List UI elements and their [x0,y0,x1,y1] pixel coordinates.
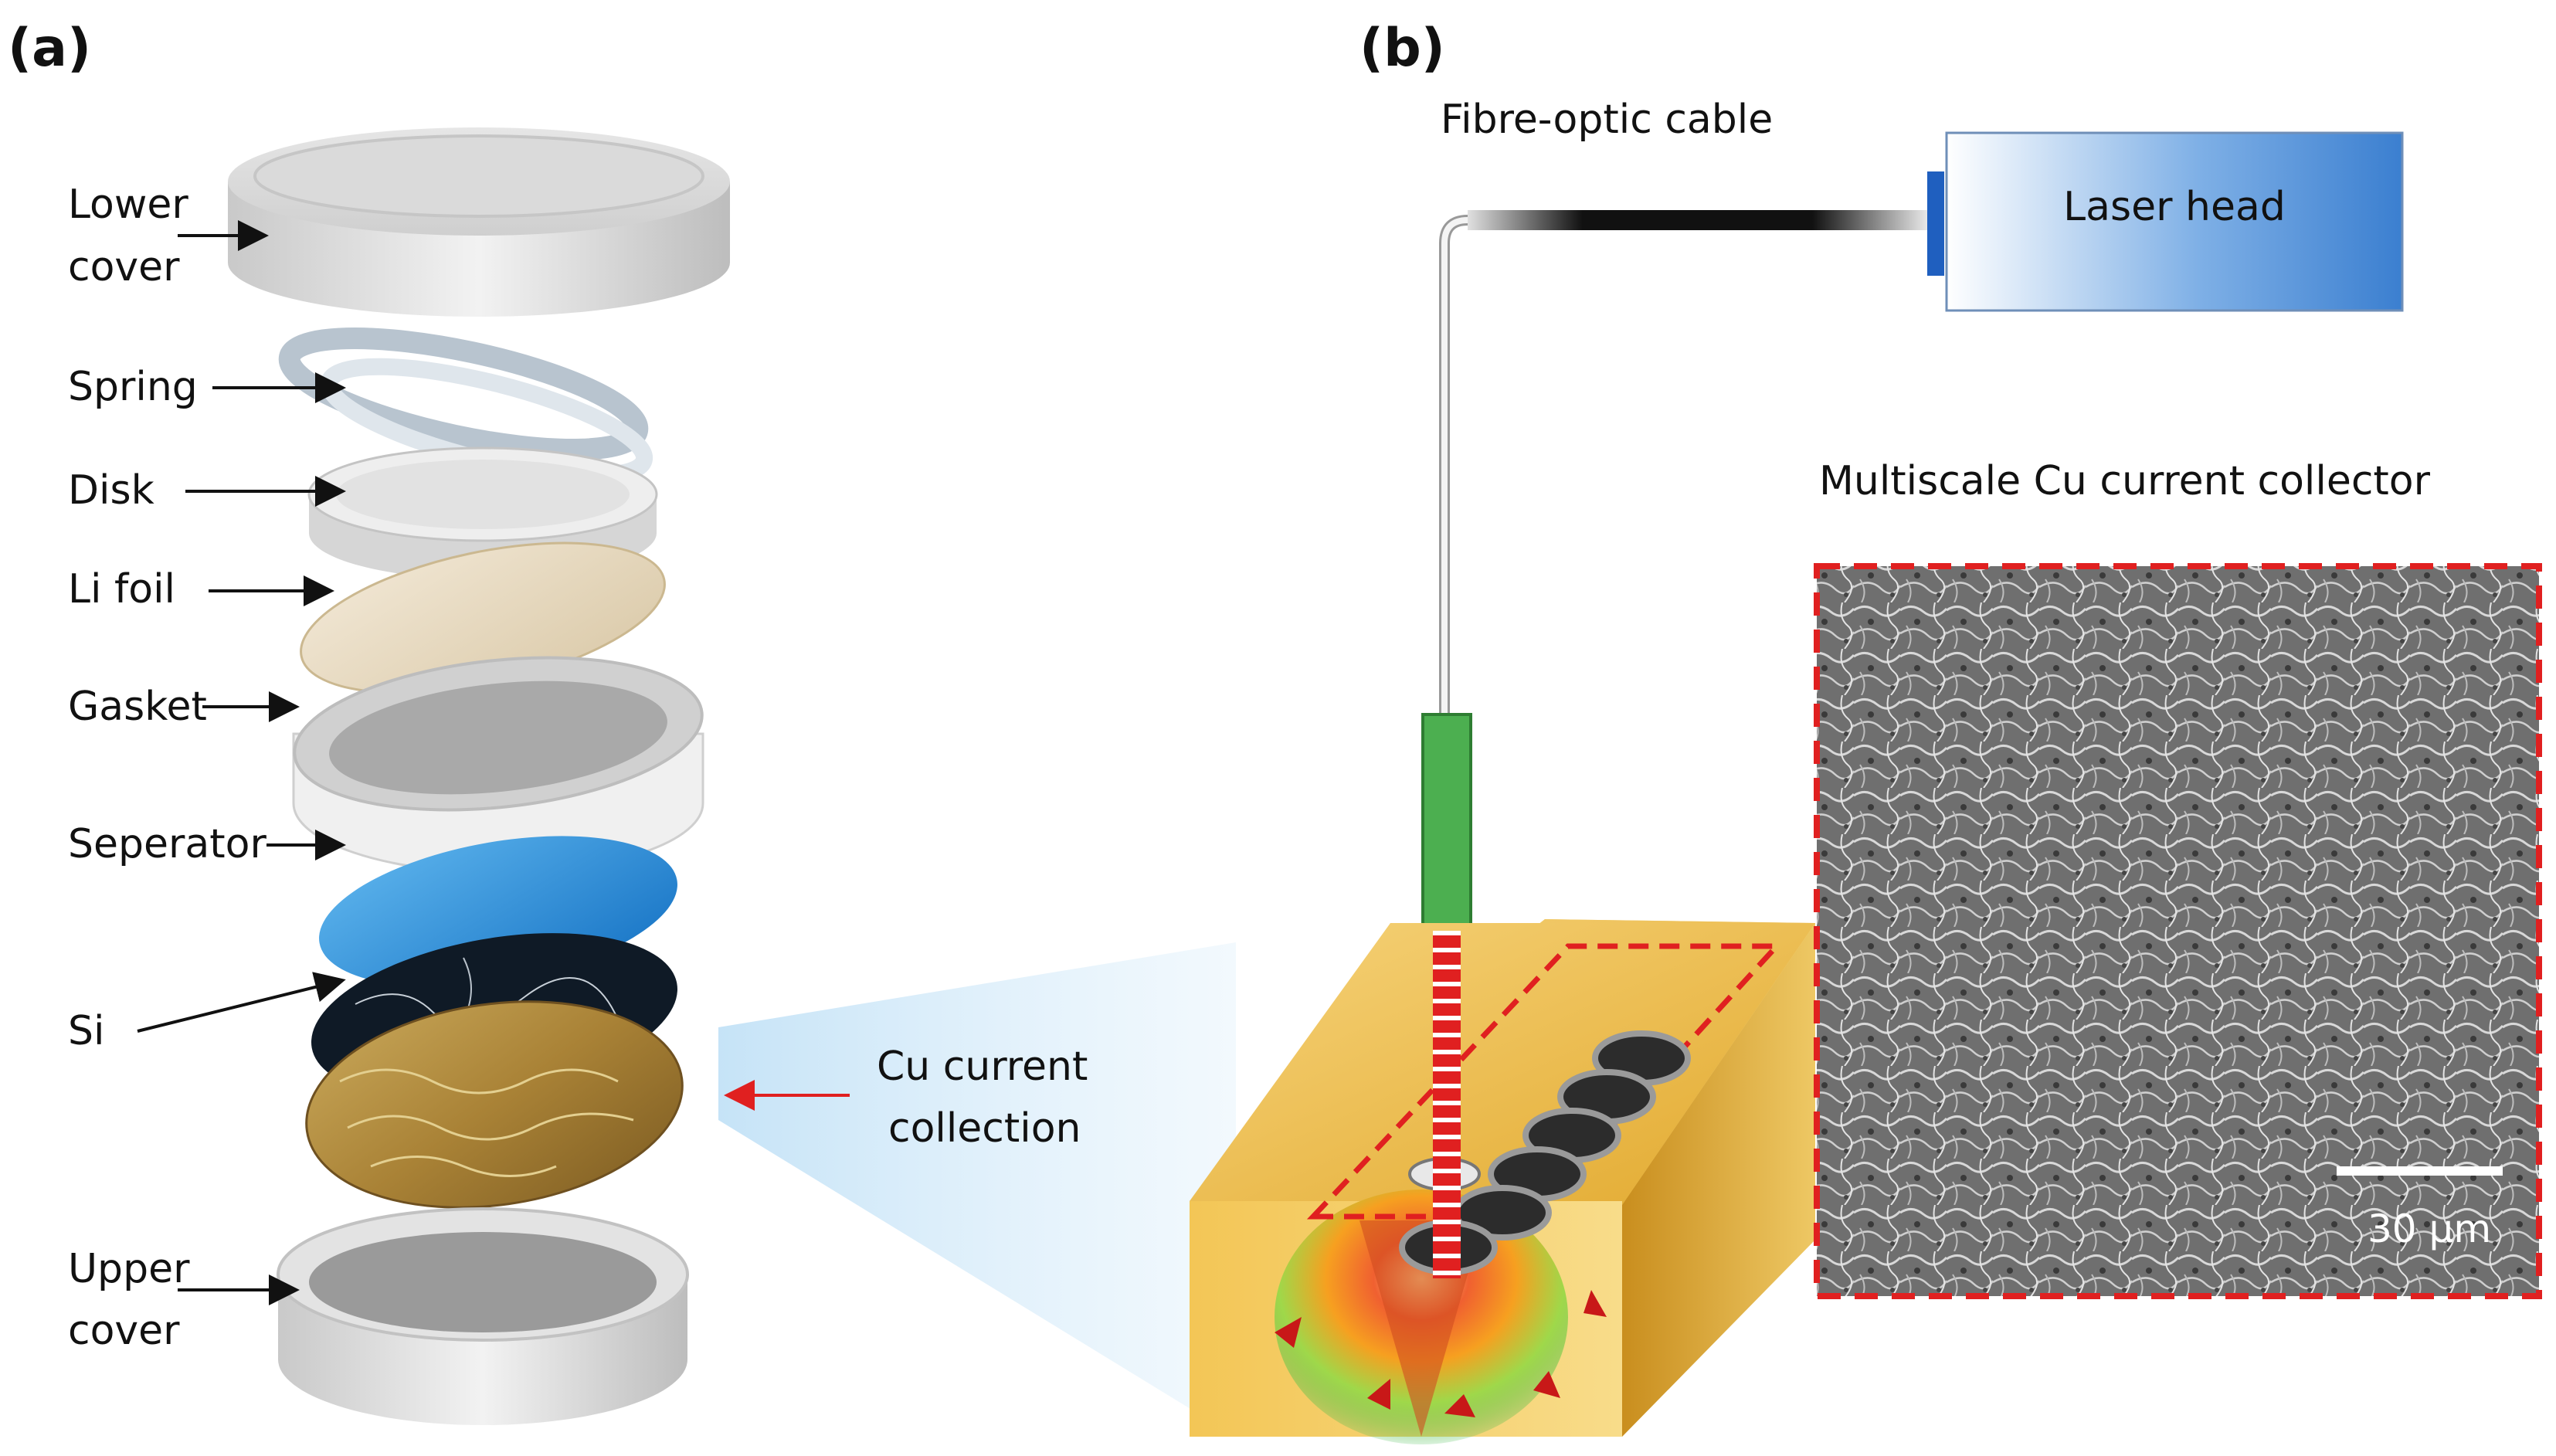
scale-bar [2337,1166,2503,1176]
zoom-beam [718,942,1236,1437]
label-spring: Spring [68,364,198,410]
label-separator: Seperator [68,821,266,867]
laser-beam [1433,931,1461,1278]
label-si: Si [68,1008,104,1054]
heat-flow-arrows [1275,1290,1607,1417]
label-lower-cover-line2: cover [68,244,180,290]
lower-cover-component [228,127,730,317]
panel-label-a: (a) [8,18,91,79]
label-fibre-optic-cable: Fibre-optic cable [1441,97,1773,143]
label-cu-collection-line1: Cu current [877,1044,1088,1090]
arrow-si [137,972,346,1033]
gasket-component [292,656,704,874]
fibre-optic-cable [1439,210,1927,714]
label-gasket: Gasket [68,684,207,730]
label-multiscale: Multiscale Cu current collector [1819,458,2431,504]
cu-collector-component [305,1000,684,1209]
label-li-foil: Li foil [68,566,175,613]
label-cu-collection-line2: collection [888,1105,1081,1152]
panel-label-b: (b) [1359,18,1445,79]
sem-image: 30 μm [1814,563,2542,1299]
laser-head: Laser head [1927,131,2404,312]
label-upper-cover-line1: Upper [68,1246,190,1292]
label-lower-cover-line1: Lower [68,182,188,228]
label-laser-head: Laser head [2063,184,2286,230]
label-upper-cover-line2: cover [68,1308,180,1354]
scale-bar-label: 30 μm [2368,1207,2491,1251]
label-disk: Disk [68,467,154,514]
upper-cover-component [277,1207,689,1425]
focusing-head [1421,713,1472,928]
